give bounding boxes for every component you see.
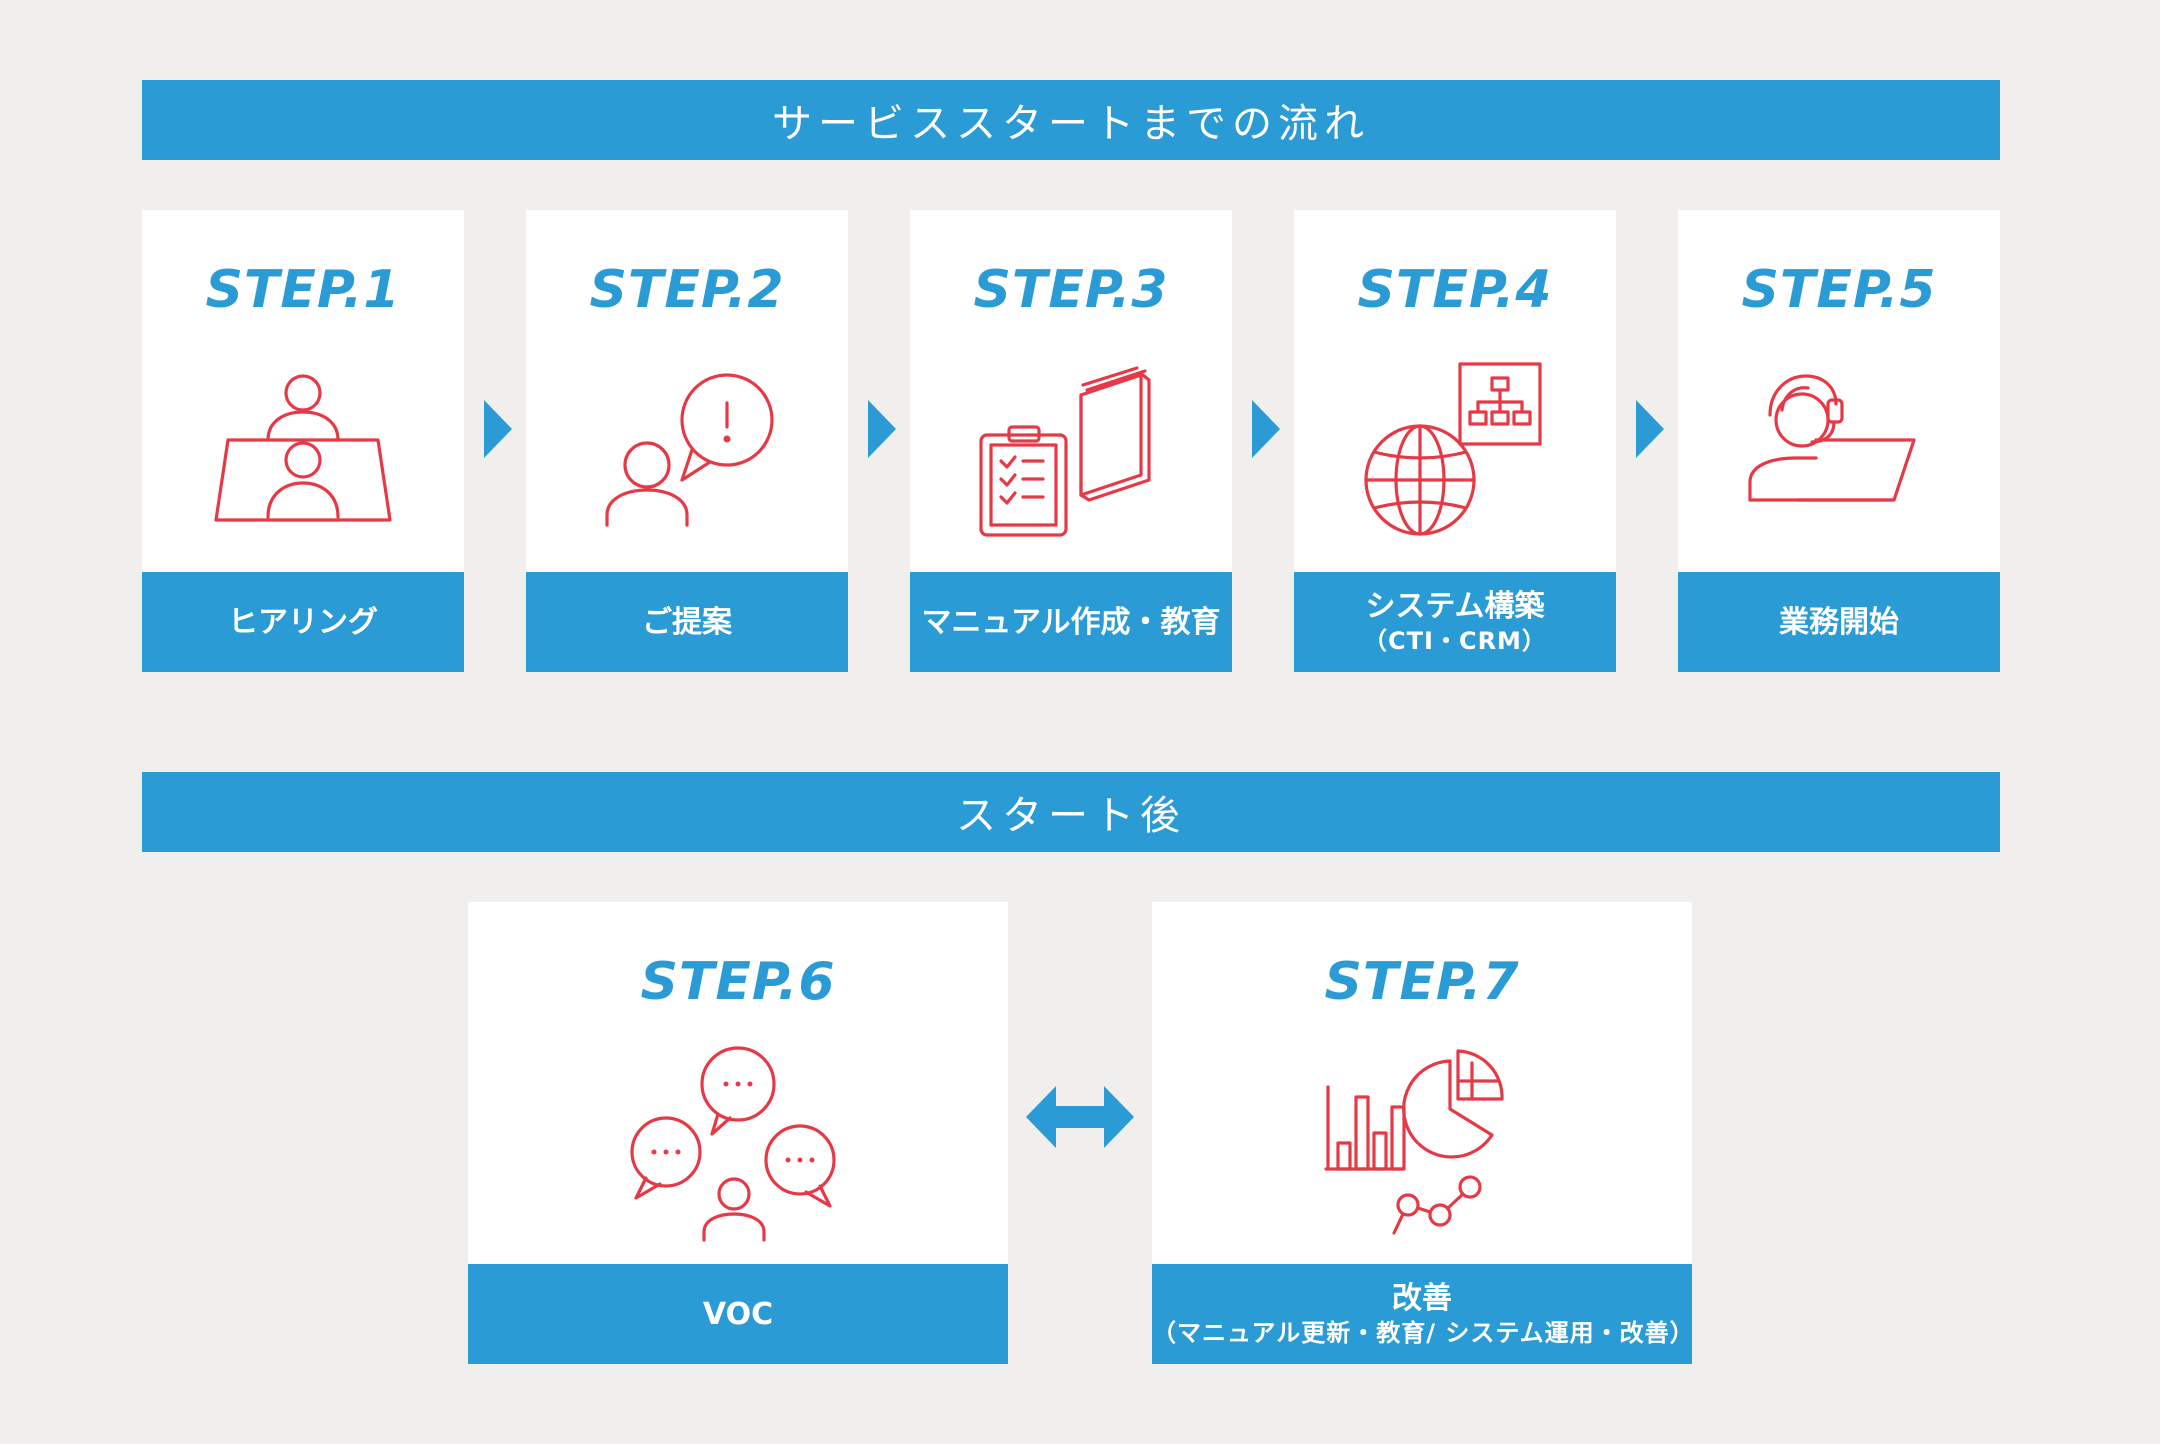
step-label: ヒアリング <box>142 572 464 672</box>
step-title: STEP.1 <box>205 260 401 320</box>
step-card-6: STEP.6 VOC <box>468 902 1008 1364</box>
step-card-5: STEP.5 業務開始 <box>1678 210 2000 672</box>
step-label: 改善 （マニュアル更新・教育/ システム運用・改善） <box>1152 1264 1695 1364</box>
manual-icon <box>971 365 1171 540</box>
step-label-text: マニュアル作成・教育 <box>921 604 1221 640</box>
step-label: VOC <box>468 1264 1008 1364</box>
after-start-banner: スタート後 <box>142 772 2000 852</box>
step-label-text: システム構築 <box>1365 588 1545 624</box>
step-title: STEP.6 <box>640 952 836 1012</box>
proposal-icon <box>592 365 782 535</box>
step-title: STEP.3 <box>973 260 1169 320</box>
step-label-text: 業務開始 <box>1779 604 1899 640</box>
flow-banner: サービススタートまでの流れ <box>142 80 2000 160</box>
step-card-1: STEP.1 ヒアリング <box>142 210 464 672</box>
step-label: 業務開始 <box>1678 572 2000 672</box>
arrow-right-icon <box>1636 400 1664 458</box>
step-card-7: STEP.7 改善 （マニュアル更新・教育/ システム運用・改善） <box>1152 902 1695 1364</box>
step-label-text: ご提案 <box>642 604 732 640</box>
step-label: ご提案 <box>526 572 848 672</box>
step-title: STEP.5 <box>1741 260 1937 320</box>
step-label-text: VOC <box>702 1296 774 1332</box>
operator-icon <box>1744 370 1934 530</box>
double-arrow-icon <box>1026 1086 1134 1148</box>
meeting-icon <box>208 365 398 535</box>
step-title: STEP.4 <box>1357 260 1553 320</box>
voice-icon <box>628 1042 848 1242</box>
step-label-text: ヒアリング <box>228 604 378 640</box>
arrow-right-icon <box>1252 400 1280 458</box>
step-card-3: STEP.3 マニュアル作成・教育 <box>910 210 1232 672</box>
step-title: STEP.7 <box>1324 952 1520 1012</box>
arrow-right-icon <box>868 400 896 458</box>
step-label-sub: （CTI・CRM） <box>1363 626 1547 655</box>
step-card-4: STEP.4 システム構築 （CTI・CRM） <box>1294 210 1616 672</box>
step-label-sub: （マニュアル更新・教育/ システム運用・改善） <box>1152 1318 1695 1347</box>
flow-banner-title: サービススタートまでの流れ <box>772 101 1370 147</box>
system-icon <box>1360 360 1550 540</box>
after-start-banner-title: スタート後 <box>956 793 1186 839</box>
step-title: STEP.2 <box>589 260 785 320</box>
analytics-icon <box>1322 1047 1522 1237</box>
step-label: マニュアル作成・教育 <box>910 572 1232 672</box>
step-label-text: 改善 <box>1392 1280 1452 1316</box>
step-card-2: STEP.2 ご提案 <box>526 210 848 672</box>
arrow-right-icon <box>484 400 512 458</box>
step-label: システム構築 （CTI・CRM） <box>1294 572 1616 672</box>
